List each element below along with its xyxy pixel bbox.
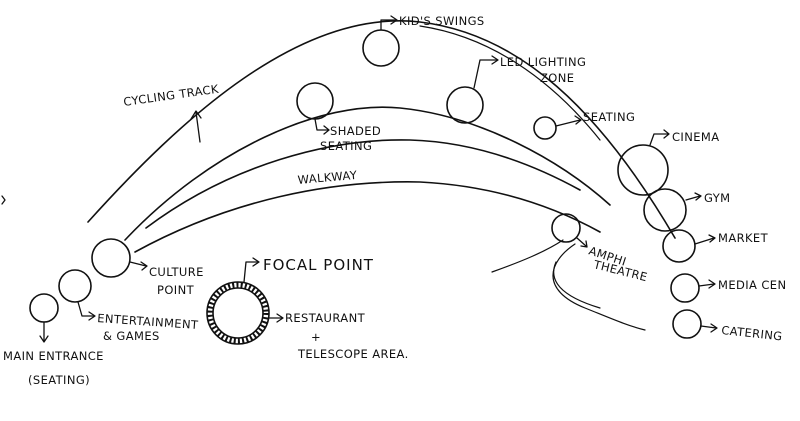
main-entrance-label: MAIN ENTRANCE [3,349,104,363]
point-label: POINT [157,283,195,297]
kids-swings-label: KID'S SWINGS [399,14,485,28]
outer-track-edge [87,20,676,239]
amphitheatre-path-lower [552,243,646,331]
gym-label: GYM [704,191,731,205]
amphitheatre-zone [551,213,581,243]
media-centre-zone [670,273,700,303]
restaurant-label: RESTAURANT [285,311,366,325]
catering-label: CATERING [721,323,784,343]
cycling-track-arrow [190,110,202,143]
entertainment-leader [77,301,96,321]
shaded-label: SHADED [330,124,381,138]
cinema-label: CINEMA [672,130,719,144]
focal-point-label: FOCAL POINT [263,256,374,274]
main-entrance-leader [39,321,49,343]
culture-point-zone [91,238,131,278]
market-label: MARKET [718,231,769,245]
led-zone-label: ZONE [540,71,574,85]
plus-label: + [311,330,321,344]
cinema-zone [617,144,669,196]
main-entrance-zone [29,293,59,323]
market-leader [694,234,716,245]
kids-swings-leader [380,15,398,31]
catering-zone [672,309,702,339]
cycling-track-label: CYCLING TRACK [122,82,219,109]
amphitheatre-leader [576,237,588,248]
market-zone [662,229,696,263]
shaded-seating-zone [296,82,334,120]
amphitheatre-path-upper [491,239,564,273]
amphitheatre-path-inner [553,261,601,309]
culture-leader [129,261,148,271]
tick-left [1,195,6,205]
games-label: & GAMES [103,329,160,343]
walkway-label: WALKWAY [297,168,358,187]
catering-leader [700,323,718,333]
seating-leader [555,115,582,127]
restaurant-outer-ring [206,281,270,345]
seating-zone [533,116,557,140]
shaded-leader [314,118,330,135]
kids-swings-zone [362,29,400,67]
track-double-line [419,25,601,141]
walkway-lower-edge [134,181,601,253]
seating-label-shaded: SEATING [320,139,372,153]
seating-label: SEATING [583,110,635,124]
walkway-upper-edge [145,139,581,229]
telescope-label: TELESCOPE AREA. [297,347,409,361]
gym-zone [643,188,687,232]
main-entrance-seating-label: (SEATING) [28,373,90,387]
media-leader [698,279,716,289]
media-centre-label: MEDIA CEN [718,278,786,292]
led-lighting-label: LED LIGHTING [500,55,586,69]
focal-point-leader [243,257,260,283]
restaurant-hatched-ring [207,282,269,344]
culture-label: CULTURE [149,265,204,279]
led-lighting-zone [446,86,484,124]
cinema-leader [649,129,670,146]
led-leader [473,55,499,89]
gym-leader [685,192,702,201]
restaurant-inner-ring [212,287,264,339]
restaurant-leader [268,313,284,323]
cycling-track-inner-edge [124,106,611,241]
entertainment-games-zone [58,269,92,303]
